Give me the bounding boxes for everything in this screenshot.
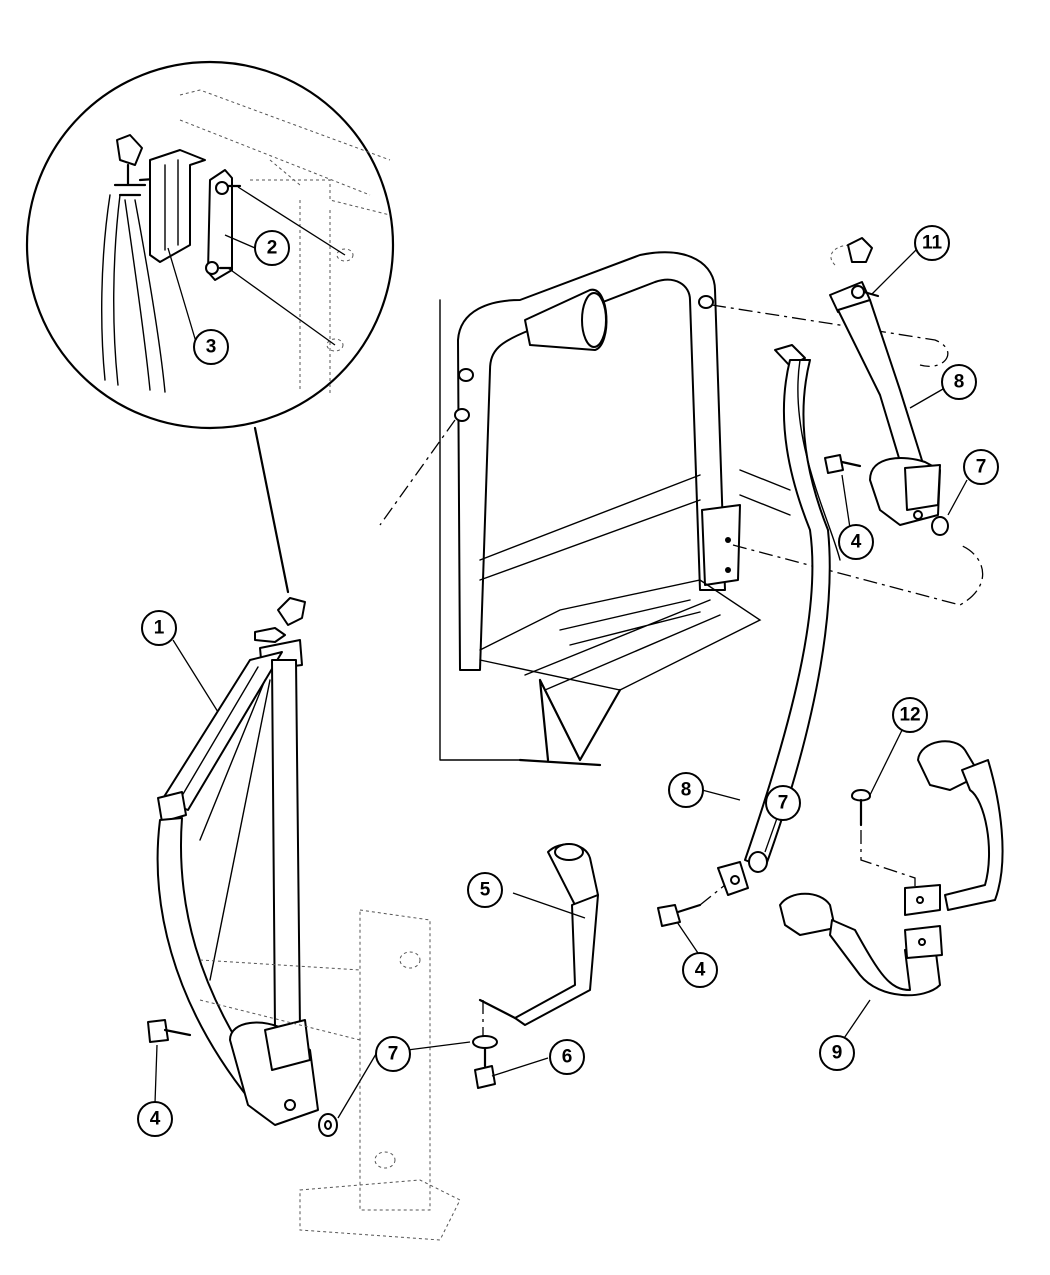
callout-5: 5 [467, 872, 503, 908]
callout-4-upper-right-label: 4 [851, 532, 862, 553]
roll-bar-frame [439, 251, 791, 767]
rear-belt-assembly [657, 237, 949, 927]
callout-12: 12 [892, 697, 928, 733]
buckle-stalk [472, 843, 599, 1089]
callout-7-left: 7 [375, 1036, 411, 1072]
callout-12-label: 12 [899, 705, 920, 726]
callout-7-right-label: 7 [976, 457, 987, 478]
callout-8-lower-label: 8 [681, 780, 692, 801]
callout-1: 1 [141, 610, 177, 646]
callout-3-label: 3 [206, 337, 217, 358]
callout-8-upper-label: 8 [954, 372, 965, 393]
callout-4-lower-right: 4 [682, 952, 718, 988]
callout-4-lower-right-label: 4 [695, 960, 706, 981]
callout-2-label: 2 [267, 238, 278, 259]
callout-7-middle-label: 7 [778, 793, 789, 814]
callout-2: 2 [254, 230, 290, 266]
callout-4-upper-right: 4 [838, 524, 874, 560]
callout-7-middle: 7 [765, 785, 801, 821]
callout-9-label: 9 [832, 1043, 843, 1064]
callout-7-right: 7 [963, 449, 999, 485]
callout-4-left: 4 [137, 1101, 173, 1137]
callout-8-lower: 8 [668, 772, 704, 808]
callout-3: 3 [193, 329, 229, 365]
callout-9: 9 [819, 1035, 855, 1071]
callout-5-label: 5 [480, 880, 491, 901]
detail-view [25, 60, 395, 430]
callout-6: 6 [549, 1039, 585, 1075]
callout-8-upper: 8 [941, 364, 977, 400]
callout-4-left-label: 4 [150, 1109, 161, 1130]
callout-7-left-label: 7 [388, 1044, 399, 1065]
callout-11-label: 11 [922, 233, 943, 254]
callout-6-label: 6 [562, 1047, 573, 1068]
center-lap-belt [779, 740, 1004, 997]
callout-1-label: 1 [154, 618, 165, 639]
callout-11: 11 [914, 225, 950, 261]
front-belt-assembly [147, 597, 461, 1241]
